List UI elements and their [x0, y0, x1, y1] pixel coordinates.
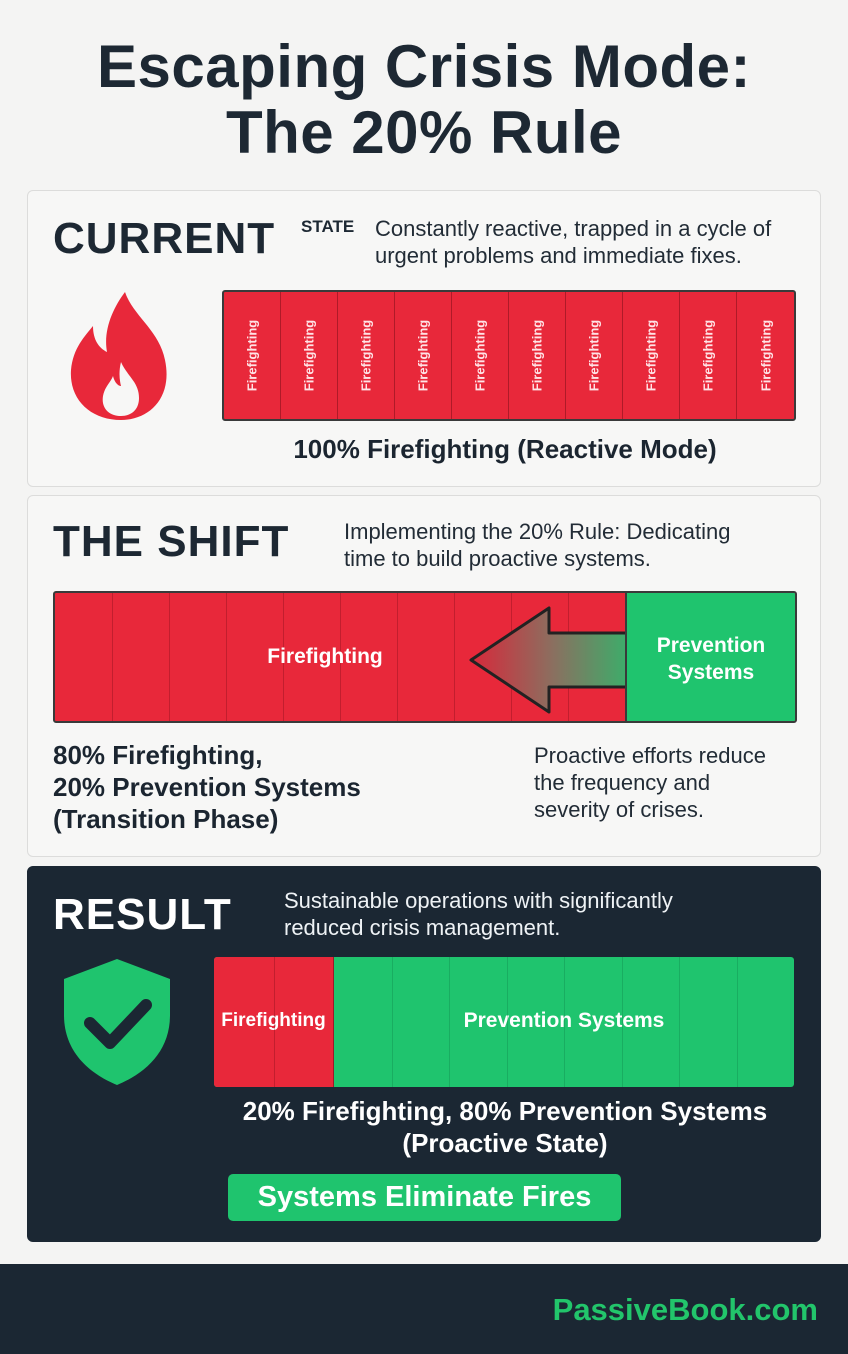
result-prevention-label: Prevention Systems — [463, 1009, 665, 1032]
firefighting-segment-label: Firefighting — [244, 319, 260, 392]
current-caption: 100% Firefighting (Reactive Mode) — [293, 434, 717, 464]
bar-divider — [736, 957, 738, 1087]
result-caption-line-2: (Proactive State) — [402, 1128, 608, 1158]
title-line-2: The 20% Rule — [225, 99, 623, 166]
bar-divider — [283, 593, 284, 721]
result-bar: Firefighting Prevention Systems — [214, 957, 794, 1087]
transition-bar: Firefighting Prevention Systems — [53, 591, 797, 723]
shift-desc-line-2: time to build proactive systems. — [344, 546, 651, 571]
brand-link[interactable]: PassiveBook.com — [552, 1292, 818, 1327]
firefighting-segment-label: Firefighting — [301, 319, 317, 392]
current-desc-line-1: Constantly reactive, trapped in a cycle … — [375, 216, 772, 241]
current-description: Constantly reactive, trapped in a cycle … — [375, 215, 771, 269]
bar-divider — [564, 957, 565, 1087]
result-desc-line-2: reduced crisis management. — [284, 915, 561, 940]
firefighting-segment-label: Firefighting — [529, 319, 545, 392]
firefighting-segment-label: Firefighting — [586, 319, 602, 392]
result-desc-line-1: Sustainable operations with significantl… — [284, 888, 673, 913]
fire-icon — [63, 286, 183, 426]
result-panel: RESULT Sustainable operations with signi… — [27, 866, 821, 1242]
shift-caption: 80% Firefighting, 20% Prevention Systems… — [53, 739, 361, 835]
shift-note-line-2: the frequency and — [534, 770, 711, 795]
shift-note: Proactive efforts reduce the frequency a… — [534, 742, 766, 823]
shift-firefighting-label: Firefighting — [267, 645, 383, 668]
firefighting-segment: Firefighting — [680, 292, 737, 419]
current-heading: CURRENT — [53, 214, 276, 263]
firefighting-segment-label: Firefighting — [358, 319, 374, 392]
firefighting-segment: Firefighting — [566, 292, 623, 419]
prevention-segment: Prevention Systems — [625, 593, 795, 721]
shift-note-line-1: Proactive efforts reduce — [534, 743, 766, 768]
bar-divider — [112, 593, 113, 721]
systems-eliminate-fires-badge: Systems Eliminate Fires — [228, 1174, 621, 1221]
bar-divider — [391, 957, 393, 1087]
firefighting-segment-label: Firefighting — [643, 319, 659, 392]
current-heading-sup: STATE — [301, 217, 355, 236]
result-caption-line-1: 20% Firefighting, 80% Prevention Systems — [242, 1096, 768, 1126]
firefighting-segment-label: Firefighting — [472, 319, 488, 392]
bar-divider — [169, 593, 170, 721]
firefighting-segment: Firefighting — [338, 292, 395, 419]
firefighting-segment: Firefighting — [452, 292, 509, 419]
bar-divider — [679, 957, 680, 1087]
prevention-label-line-1: Prevention — [656, 634, 766, 657]
shift-caption-line-1: 80% Firefighting, — [53, 740, 263, 770]
bar-divider — [506, 957, 508, 1087]
firefighting-segment: Firefighting — [214, 957, 334, 1087]
shift-description: Implementing the 20% Rule: Dedicating ti… — [344, 518, 730, 572]
bar-divider — [397, 593, 398, 721]
firefighting-segment: Firefighting — [509, 292, 566, 419]
bar-divider — [340, 593, 341, 721]
shift-desc-line-1: Implementing the 20% Rule: Dedicating — [344, 519, 731, 544]
shift-heading: THE SHIFT — [53, 517, 290, 566]
shift-caption-line-2: 20% Prevention Systems — [53, 772, 361, 802]
prevention-label-line-2: Systems — [667, 661, 755, 684]
bar-divider — [454, 593, 455, 721]
result-description: Sustainable operations with significantl… — [284, 887, 673, 941]
firefighting-segment: Firefighting — [737, 292, 794, 419]
footer: PassiveBook.com — [0, 1264, 848, 1354]
firefighting-segment-label: Firefighting — [758, 319, 773, 392]
firefighting-segment: Firefighting — [623, 292, 680, 419]
bar-divider — [621, 957, 623, 1087]
current-desc-line-2: urgent problems and immediate fixes. — [375, 243, 742, 268]
result-caption: 20% Firefighting, 80% Prevention Systems… — [28, 1095, 822, 1159]
shield-check-icon — [58, 955, 176, 1089]
result-firefighting-label: Firefighting — [221, 1010, 326, 1031]
firefighting-segment: Firefighting — [224, 292, 281, 419]
shift-prevention-label: Prevention Systems — [627, 632, 795, 686]
page-title: Escaping Crisis Mode: The 20% Rule — [0, 34, 848, 166]
bar-divider — [226, 593, 227, 721]
bar-divider — [449, 957, 450, 1087]
firefighting-segment-label: Firefighting — [415, 319, 431, 392]
firefighting-segment-label: Firefighting — [700, 319, 716, 392]
result-heading: RESULT — [53, 890, 232, 939]
title-line-1: Escaping Crisis Mode: — [97, 33, 751, 100]
firefighting-bar-100: Firefighting Firefighting Firefighting Fire… — [222, 290, 796, 421]
bar-divider — [274, 957, 275, 1087]
current-state-panel: CURRENT STATE Constantly reactive, trapp… — [27, 190, 821, 487]
shift-note-line-3: severity of crises. — [534, 797, 704, 822]
firefighting-segment: Firefighting — [395, 292, 452, 419]
shift-caption-line-3: (Transition Phase) — [53, 804, 279, 834]
shift-panel: THE SHIFT Implementing the 20% Rule: Ded… — [27, 495, 821, 857]
firefighting-segment: Firefighting — [281, 292, 338, 419]
